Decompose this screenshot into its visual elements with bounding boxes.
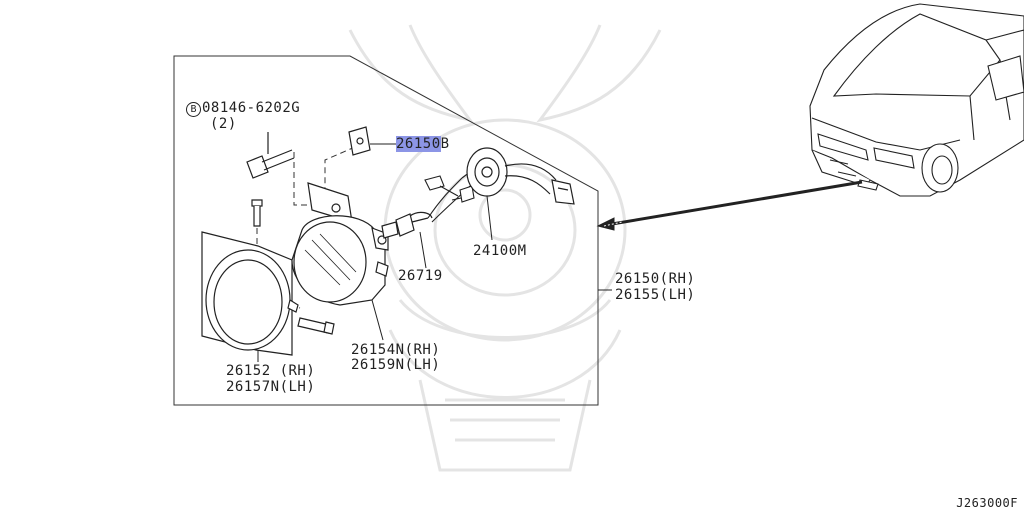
panel-frame: [173, 55, 599, 406]
diagram-code: J263000F: [956, 496, 1018, 510]
bezel-screw-icon: [297, 317, 335, 335]
bracket-label[interactable]: 26150B: [396, 136, 450, 152]
bolt-qty: (2): [210, 116, 237, 132]
socket-label: 24100M: [473, 243, 527, 259]
assembly-lh-label: 26155(LH): [615, 287, 696, 303]
screw-icon: [251, 199, 263, 227]
bulb-label: 26719: [398, 268, 443, 284]
bezel-rh-label: 26152 (RH): [226, 363, 316, 379]
socket-leader: [486, 195, 493, 241]
bulb-icon: [381, 211, 433, 239]
wire-harness: [424, 171, 475, 223]
bolt-mark: B: [186, 102, 201, 117]
bezel-icon: [201, 231, 299, 356]
bracket-icon: [348, 126, 371, 156]
lens-lh-label: 26159N(LH): [351, 357, 441, 373]
location-arrow: [596, 180, 863, 231]
socket-icon: [466, 147, 575, 205]
lens-rh-label: 26154N(RH): [351, 342, 441, 358]
bolt-code: 08146-6202G: [202, 100, 301, 116]
bracket-part-highlight[interactable]: 26150: [396, 136, 441, 152]
lens-leader: [371, 299, 384, 341]
lens-unit-icon: [291, 215, 389, 306]
car-icon: [809, 3, 1024, 197]
bracket-suffix: B: [440, 136, 450, 152]
bezel-lh-label: 26157N(LH): [226, 379, 316, 395]
bolt-icon: [246, 132, 295, 179]
assembly-rh-label: 26150(RH): [615, 271, 696, 287]
bulb-leader: [419, 231, 427, 269]
